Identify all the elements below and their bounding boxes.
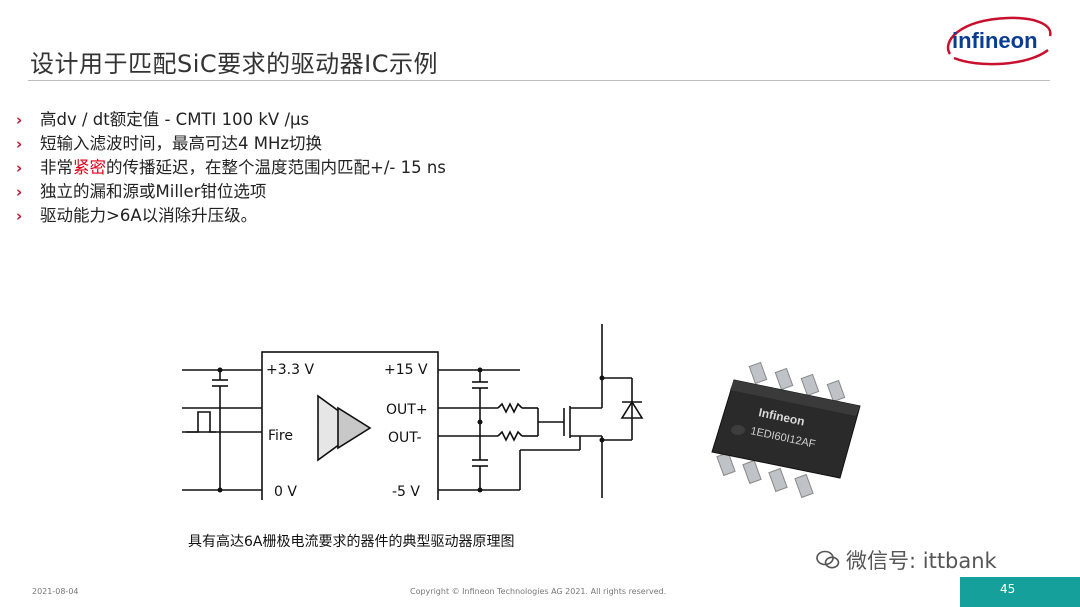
slide-title: 设计用于匹配SiC要求的驱动器IC示例	[30, 50, 438, 78]
wechat-icon	[816, 550, 840, 569]
bullet-item: ›驱动能力>6A以消除升压级。	[16, 204, 446, 228]
wechat-watermark: 微信号: ittbank	[816, 545, 997, 575]
bullet-item: ›高dv / dt额定值 - CMTI 100 kV /μs	[16, 108, 446, 132]
pin-label-15v: +15 V	[384, 362, 428, 378]
driver-schematic: +3.3 V +15 V OUT+ OUT- Fire 0 V -5 V	[182, 324, 644, 500]
footer-copyright: Copyright © Infineon Technologies AG 202…	[410, 587, 667, 596]
infineon-logo: infineon	[946, 16, 1052, 66]
driver-ic-box	[261, 351, 439, 500]
pin-label-neg5v: -5 V	[392, 484, 420, 500]
highlighted-word: 紧密	[73, 158, 106, 177]
pin-label-0v: 0 V	[274, 484, 297, 500]
chevron-right-icon: ›	[16, 183, 23, 201]
pin-label-3v3: +3.3 V	[266, 362, 314, 378]
pin-label-out-minus: OUT-	[388, 430, 422, 446]
page-number-badge	[960, 577, 1080, 607]
title-divider	[28, 80, 1050, 81]
chevron-right-icon: ›	[16, 111, 23, 129]
pin-label-fire: Fire	[268, 428, 293, 444]
chevron-right-icon: ›	[16, 207, 23, 225]
wechat-id-text: 微信号: ittbank	[846, 549, 997, 573]
chevron-right-icon: ›	[16, 135, 23, 153]
chevron-right-icon: ›	[16, 159, 23, 177]
schematic-caption: 具有高达6A栅极电流要求的器件的典型驱动器原理图	[188, 534, 515, 550]
logo-wordmark: infineon	[952, 28, 1038, 53]
feature-bullet-list: ›高dv / dt额定值 - CMTI 100 kV /μs ›短输入滤波时间，…	[16, 108, 446, 228]
bullet-item: ›非常紧密的传播延迟，在整个温度范围内匹配+/- 15 ns	[16, 156, 446, 180]
bullet-item: ›独立的漏和源或Miller钳位选项	[16, 180, 446, 204]
pin-label-out-plus: OUT+	[386, 402, 428, 418]
driver-ic-chip-image: Infineon 1EDI60I12AF	[711, 361, 861, 499]
footer-date: 2021-08-04	[32, 587, 79, 596]
bullet-item: ›短输入滤波时间，最高可达4 MHz切换	[16, 132, 446, 156]
page-number: 45	[1000, 582, 1016, 596]
